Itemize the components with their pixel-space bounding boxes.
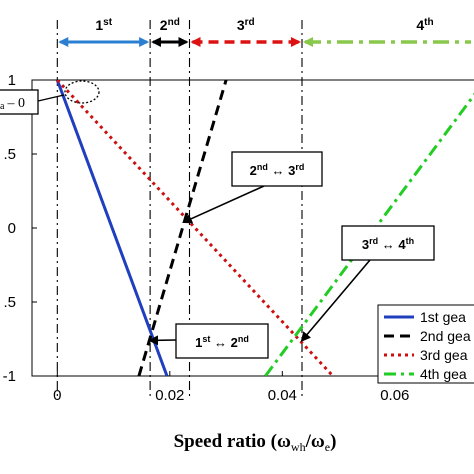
- y-tick-label-2: 0: [8, 220, 16, 237]
- x-axis-label-sub1: wh: [291, 440, 306, 454]
- annotation-arrow-1: [300, 259, 371, 343]
- x-axis: 0 0.02 0.04 0.06: [53, 371, 409, 404]
- annotation-box-2: [175, 323, 269, 359]
- gear-range-label-0: 1st: [95, 17, 112, 33]
- y-tick-label-0: 1: [8, 72, 16, 89]
- origin-label-rest: – 0: [6, 96, 25, 111]
- series-line-2: [56, 80, 334, 376]
- annotation-arrow-0: [182, 185, 265, 224]
- y-tick-label-4: -1: [3, 368, 16, 385]
- annotation-text-0: 2nd ↔ 3rd: [250, 162, 305, 178]
- x-tick-label-2: 0.04: [268, 387, 297, 404]
- annotations: 2nd ↔ 3rd 3rd ↔ 4th 1st ↔ 2nd: [148, 151, 435, 359]
- annotation-text-1: 3rd ↔ 4th: [362, 236, 414, 252]
- series-line-1: [137, 80, 228, 376]
- x-tick-label-3: 0.06: [380, 387, 409, 404]
- annotation-box-1: [341, 225, 435, 261]
- annotation-0: 2nd ↔ 3rd: [182, 151, 323, 224]
- annotation-1: 3rd ↔ 4th: [300, 225, 435, 343]
- x-axis-label-main: Speed ratio (ω: [174, 431, 291, 452]
- legend-label-3: 4th gea: [420, 366, 467, 382]
- x-tick-label-1: 0.02: [155, 387, 184, 404]
- legend-label-0: 1st gea: [420, 309, 466, 325]
- x-axis-label: Speed ratio (ωwh/ωe): [174, 431, 337, 454]
- legend-label-1: 2nd gea: [420, 328, 471, 344]
- origin-marker: [64, 80, 100, 104]
- y-axis: 1 .5 0 .5 -1: [3, 72, 37, 385]
- x-tick-label-0: 0: [53, 387, 61, 404]
- x-axis-label-sub2: e: [325, 440, 330, 454]
- origin-label-main: a: [0, 101, 5, 112]
- x-axis-label-end: ): [330, 431, 336, 452]
- series-line-0: [55, 80, 169, 376]
- y-tick-label-1: .5: [3, 146, 16, 163]
- annotation-2: 1st ↔ 2nd: [148, 323, 269, 359]
- annotation-box-0: [231, 151, 323, 187]
- legend: 1st gea 2nd gea 3rd gea 4th gea: [377, 304, 474, 384]
- origin-label: a– 0: [0, 89, 65, 115]
- gear-range-label-1: 2nd: [160, 17, 180, 33]
- y-tick-label-3: .5: [3, 294, 16, 311]
- svg-text:a– 0: a– 0: [0, 96, 25, 112]
- gear-range-label-2: 3rd: [237, 17, 255, 33]
- legend-label-2: 3rd gea: [420, 347, 468, 363]
- annotation-text-2: 1st ↔ 2nd: [195, 334, 249, 350]
- x-axis-label-mid: /ω: [305, 431, 325, 452]
- gear-range-arrows: 1st 2nd 3rd 4th: [58, 17, 471, 47]
- gear-range-label-3: 4th: [416, 17, 433, 33]
